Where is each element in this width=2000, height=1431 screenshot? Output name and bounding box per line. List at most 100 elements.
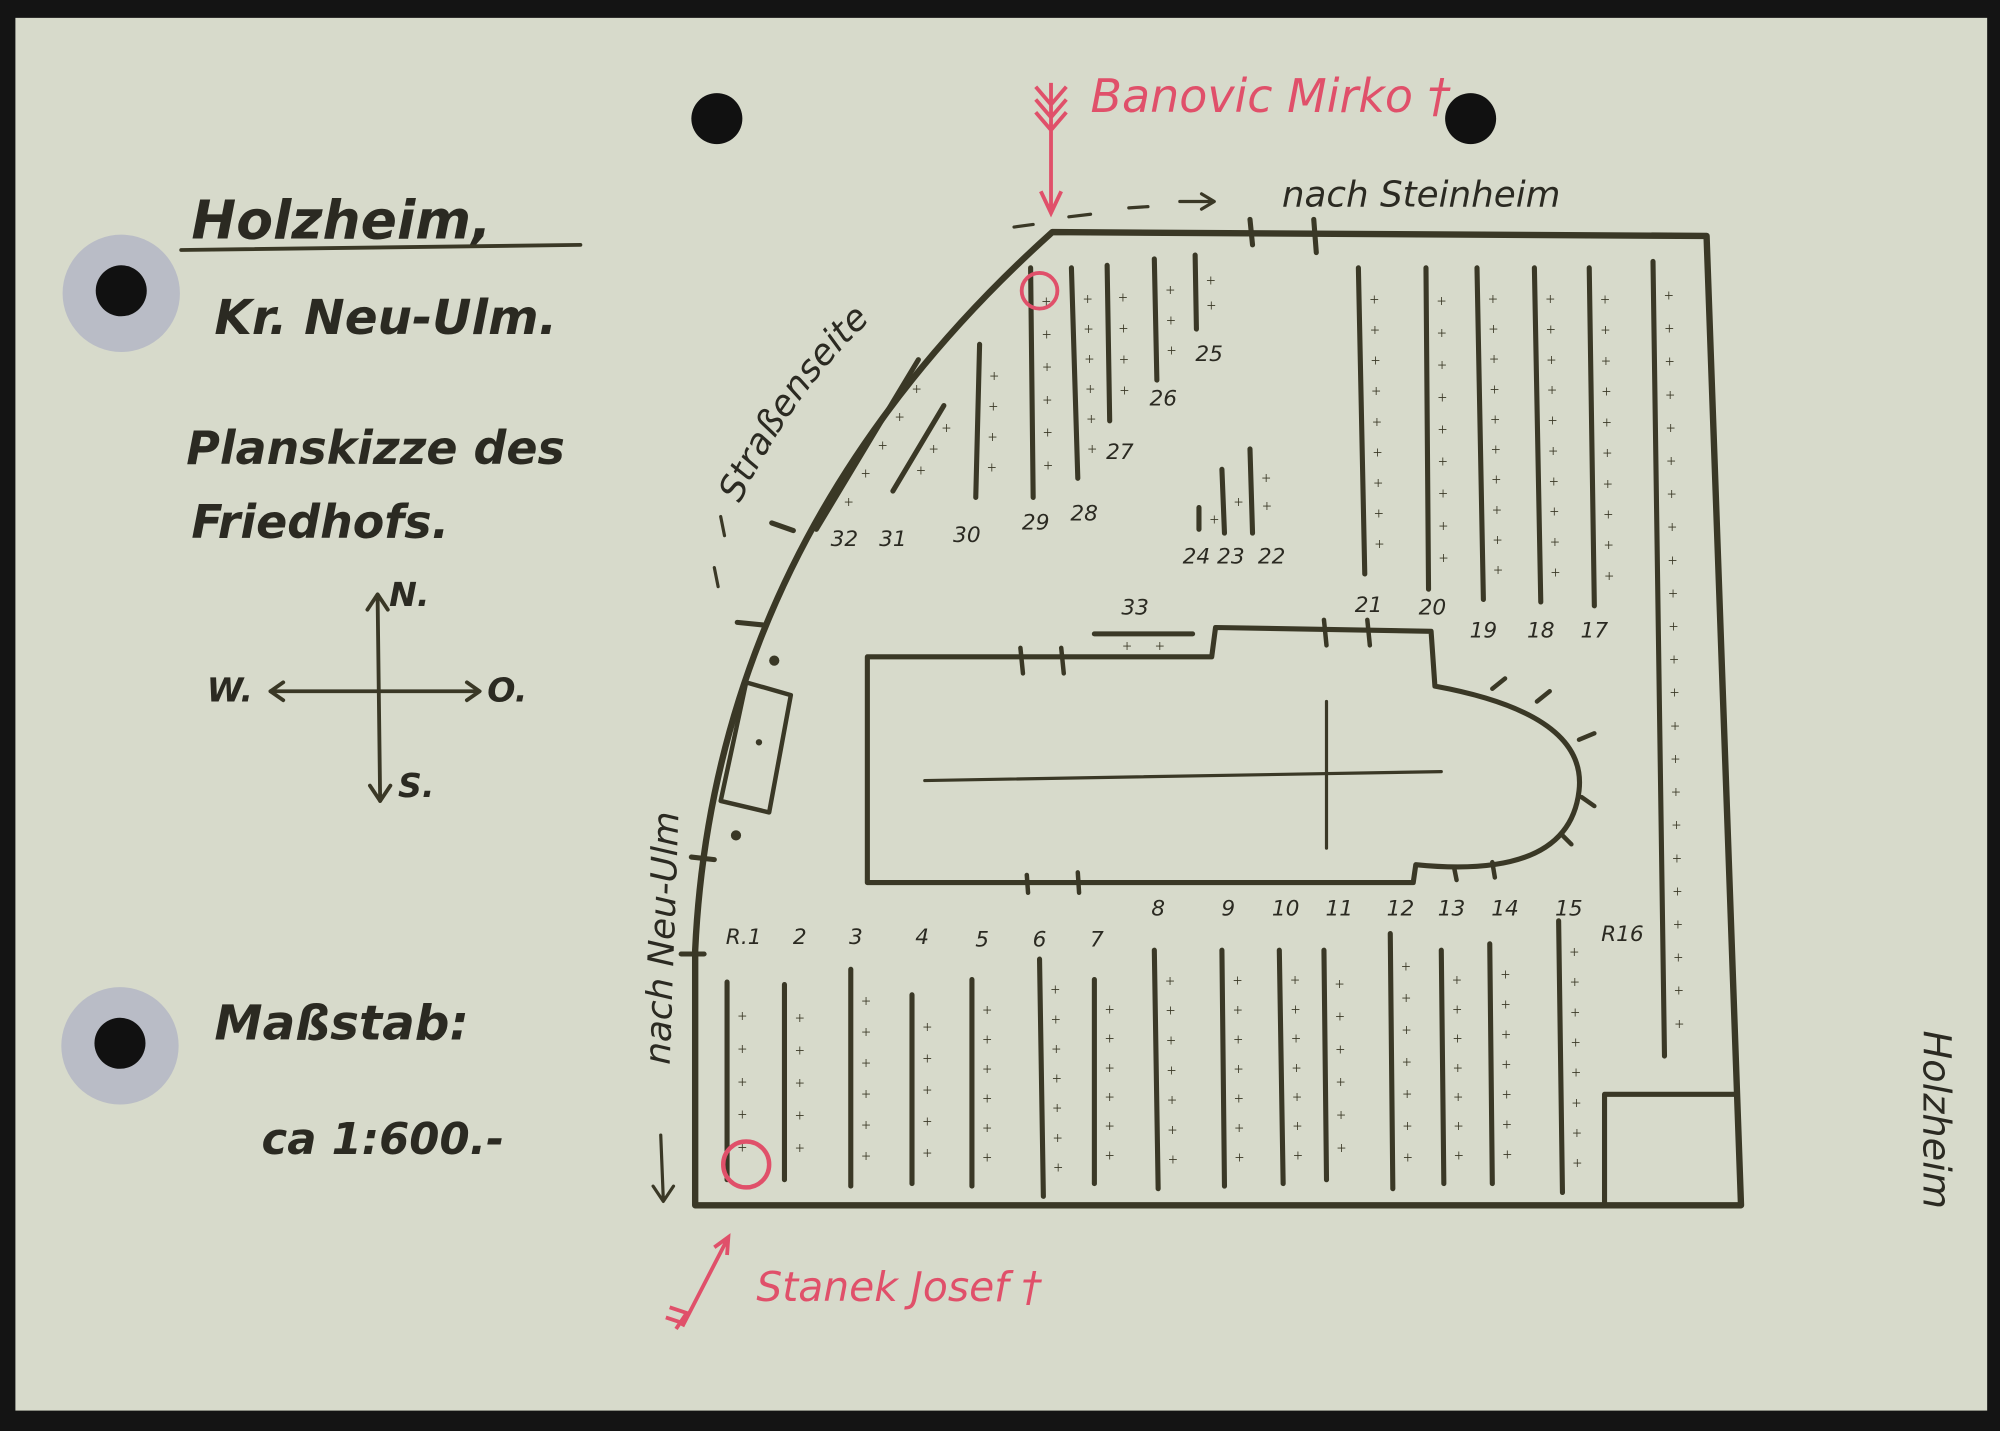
grave-row-bottom-0: +++++: [724, 979, 747, 1183]
grave-cross-icon: +: [1489, 350, 1498, 369]
row-line: [813, 357, 921, 532]
row-number: 30: [953, 523, 981, 548]
row-number: 28: [1070, 501, 1098, 526]
grave-cross-icon: +: [1210, 510, 1219, 529]
row-line: [1423, 265, 1432, 592]
grave-cross-icon: +: [1601, 351, 1610, 370]
row-number: 29: [1022, 510, 1050, 535]
grave-cross-icon: +: [983, 1000, 992, 1019]
grave-cross-icon: +: [1491, 440, 1500, 459]
grave-cross-icon: +: [1166, 1001, 1175, 1020]
row-number: 22: [1258, 545, 1286, 570]
row-number: 25: [1195, 342, 1223, 367]
grave-cross-icon: +: [1234, 493, 1243, 512]
grave-cross-icon: +: [1105, 1029, 1114, 1048]
grave-cross-icon: +: [1207, 296, 1216, 315]
row-line: [1276, 947, 1286, 1187]
row-number: 15: [1555, 897, 1583, 922]
grave-cross-icon: +: [1550, 502, 1559, 521]
row-line: [1036, 956, 1046, 1199]
grave-cross-icon: +: [1488, 289, 1497, 308]
grave-row-top_middle-3: ++++++: [1068, 265, 1097, 481]
grave-cross-icon: +: [1547, 350, 1556, 369]
grave-cross-icon: +: [1670, 716, 1679, 735]
grave-cross-icon: +: [1086, 379, 1095, 398]
grave-row-small-3: ++: [1091, 631, 1196, 656]
grave-cross-icon: +: [861, 1085, 870, 1104]
grave-cross-icon: +: [1375, 535, 1384, 554]
grave-cross-icon: +: [1053, 1099, 1062, 1118]
grave-cross-icon: +: [1371, 351, 1380, 370]
grave-cross-icon: +: [1603, 444, 1612, 463]
grave-row-bottom-15: +++++++++++++++++++++++: [1650, 258, 1684, 1059]
grave-cross-icon: +: [844, 492, 853, 511]
scale-label: Maßstab:: [214, 995, 469, 1051]
grave-cross-icon: +: [1119, 350, 1128, 369]
grave-row-top_middle-6: +++: [890, 403, 951, 494]
row-line: [1151, 256, 1160, 383]
grave-cross-icon: +: [983, 1148, 992, 1167]
grave-cross-icon: +: [1234, 1030, 1243, 1049]
row-line: [1556, 918, 1566, 1196]
row-number: 5: [975, 927, 989, 952]
grave-cross-icon: +: [1166, 281, 1175, 300]
grave-cross-icon: +: [1234, 1119, 1243, 1138]
grave-row-bottom-11: +++++++: [1387, 931, 1412, 1192]
row-number: R.1: [726, 925, 762, 950]
grave-cross-icon: +: [1438, 452, 1447, 471]
grave-cross-icon: +: [1118, 288, 1127, 307]
grave-cross-icon: +: [929, 440, 938, 459]
row-line: [1219, 947, 1228, 1189]
row-number: 23: [1217, 545, 1245, 570]
grave-cross-icon: +: [1571, 1003, 1580, 1022]
grave-cross-icon: +: [1600, 290, 1609, 309]
grave-cross-icon: +: [1403, 1116, 1412, 1135]
grave-cross-icon: +: [895, 408, 904, 427]
grave-cross-icon: +: [795, 1074, 804, 1093]
grave-cross-icon: +: [1374, 504, 1383, 523]
row-line: [1487, 941, 1495, 1187]
grave-row-bottom-3: +++++: [909, 992, 932, 1187]
grave-row-bottom-9: +++++++: [1276, 947, 1303, 1187]
grave-row-small-1: +: [1219, 466, 1243, 536]
grave-row-top_middle-5: ++++: [973, 341, 999, 500]
row-line: [1438, 947, 1447, 1187]
row-number: 9: [1221, 897, 1235, 922]
grave-cross-icon: +: [1674, 948, 1683, 967]
grave-cross-icon: +: [1373, 473, 1382, 492]
row-number: 11: [1325, 897, 1353, 922]
grave-cross-icon: +: [1120, 381, 1129, 400]
grave-cross-icon: +: [1439, 548, 1448, 567]
grave-cross-icon: +: [1489, 320, 1498, 339]
grave-cross-icon: +: [878, 436, 887, 455]
grave-cross-icon: +: [1502, 1085, 1511, 1104]
row-number: 7: [1090, 927, 1104, 952]
grave-cross-icon: +: [861, 1147, 870, 1166]
grave-cross-icon: +: [1670, 683, 1679, 702]
district-label: Kr. Neu-Ulm.: [214, 290, 557, 346]
grave-cross-icon: +: [1372, 382, 1381, 401]
grave-row-bottom-1: +++++: [781, 982, 804, 1183]
punch-holes: [61, 93, 1497, 1105]
grave-cross-icon: +: [1336, 1073, 1345, 1092]
dashed-arrow-neu-ulm: [651, 514, 727, 1204]
grave-cross-icon: +: [1437, 291, 1446, 310]
grave-cross-icon: +: [1493, 561, 1502, 580]
row-number: 31: [879, 527, 907, 552]
grave-cross-icon: +: [1261, 468, 1270, 487]
row-number: 10: [1272, 897, 1300, 922]
grave-row-bottom-12: +++++++: [1438, 947, 1464, 1187]
grave-cross-icon: +: [1665, 319, 1674, 338]
grave-cross-icon: +: [1168, 1150, 1177, 1169]
grave-cross-icon: +: [1336, 1106, 1345, 1125]
grave-cross-icon: +: [1052, 1069, 1061, 1088]
grave-cross-icon: +: [1043, 423, 1052, 442]
chapel-box: [718, 655, 794, 841]
grave-cross-icon: +: [1291, 1029, 1300, 1048]
grave-cross-icon: +: [1438, 484, 1447, 503]
grave-cross-icon: +: [1373, 443, 1382, 462]
grave-cross-icon: +: [983, 1030, 992, 1049]
grave-cross-icon: +: [1370, 320, 1379, 339]
row-line: [973, 341, 983, 500]
